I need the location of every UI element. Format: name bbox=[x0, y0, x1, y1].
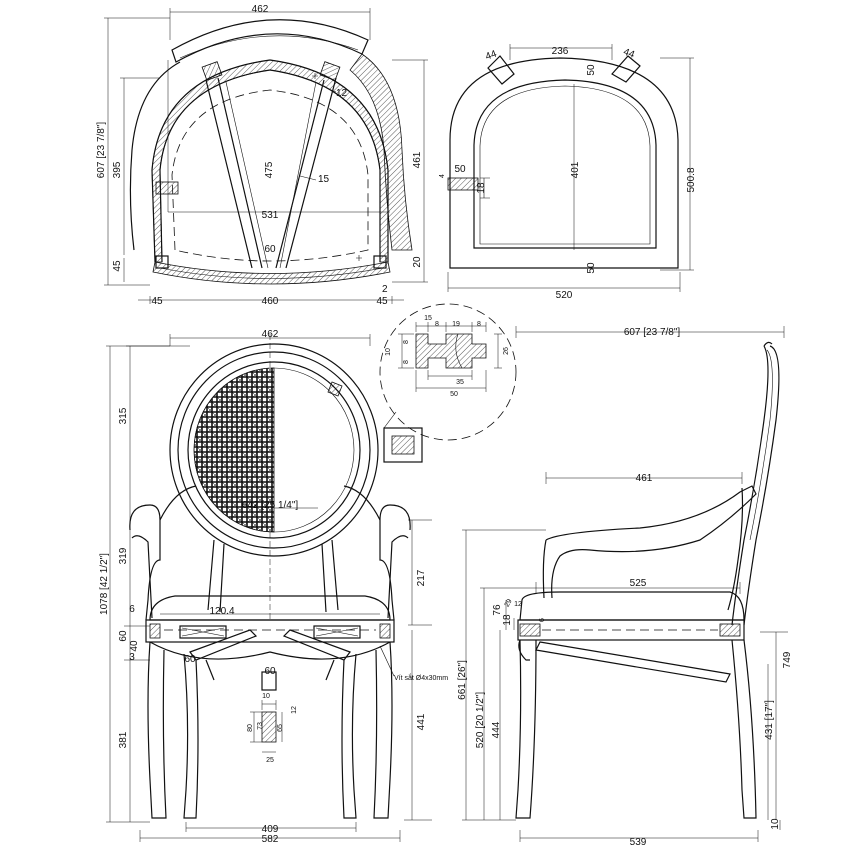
dim-front-319: 319 bbox=[118, 547, 129, 564]
screw-note: Vít sắt Ø4x30mm bbox=[394, 673, 448, 682]
dim-top-60: 60 bbox=[264, 244, 276, 255]
dim-frame-4: 4 bbox=[439, 174, 446, 178]
dim-side-10: 10 bbox=[770, 818, 781, 830]
dim-front-60-seat: 60 bbox=[118, 630, 129, 642]
dim-profile-10: 10 bbox=[385, 348, 392, 356]
dim-profile-26: 26 bbox=[503, 347, 510, 355]
dim-frame-500-8: 500.8 bbox=[686, 167, 697, 192]
dim-side-444: 444 bbox=[491, 721, 502, 738]
dim-frame-50-left: 50 bbox=[454, 164, 466, 175]
dim-side-525: 525 bbox=[630, 578, 647, 589]
dim-profile-8-upper: 8 bbox=[403, 340, 410, 344]
dim-front-6: 6 bbox=[129, 604, 135, 615]
dim-side-6: 6 bbox=[539, 618, 546, 622]
dim-side-18: 18 bbox=[502, 614, 513, 626]
dim-front-315: 315 bbox=[118, 407, 129, 424]
dim-side-520: 520 [20 1/2"] bbox=[475, 692, 486, 749]
dim-side-749: 749 bbox=[782, 651, 793, 668]
dim-frame-520: 520 bbox=[556, 290, 573, 301]
dim-profile-50: 50 bbox=[450, 391, 458, 398]
dim-frame-18: 18 bbox=[476, 182, 487, 194]
dim-profile-8a: 8 bbox=[435, 321, 439, 328]
dim-front-section-25: 25 bbox=[266, 757, 274, 764]
dim-frame-50-bottom: 50 bbox=[586, 262, 597, 274]
dim-top-607: 607 [23 7/8"] bbox=[96, 122, 107, 179]
dim-profile-19: 19 bbox=[452, 321, 460, 328]
dim-front-120-4: 120.4 bbox=[209, 606, 234, 617]
dim-side-29: 29 bbox=[504, 598, 514, 608]
dim-top-45-front: 45 bbox=[112, 260, 123, 272]
dim-front-40: 40 bbox=[129, 640, 140, 652]
dim-frame-50-top: 50 bbox=[586, 64, 597, 76]
dim-top-462: 462 bbox=[252, 4, 269, 15]
dim-frame-236: 236 bbox=[552, 46, 569, 57]
dim-front-381: 381 bbox=[118, 731, 129, 748]
dim-top-20: 20 bbox=[412, 256, 423, 268]
dim-side-431: 431 [17"] bbox=[764, 700, 775, 740]
dim-top-2: 2 bbox=[382, 284, 388, 295]
dim-profile-15: 15 bbox=[424, 315, 432, 322]
seat-frame-view: 236 44 44 50 401 50 500.8 520 50 18 4 bbox=[439, 44, 697, 301]
dim-front-section-10: 10 bbox=[262, 693, 270, 700]
dim-front-642: 642 [25 1/4"] bbox=[242, 500, 299, 511]
profile-detail: 15 8 19 8 10 8 8 26 35 50 bbox=[379, 303, 517, 463]
dim-front-217: 217 bbox=[416, 569, 427, 586]
side-view: 607 [23 7/8"] 461 525 539 661 [26"] 520 … bbox=[457, 326, 793, 848]
dim-top-475: 475 bbox=[264, 161, 275, 178]
top-view: 462 607 [23 7/8"] 395 45 475 461 20 531 … bbox=[96, 4, 428, 307]
dim-front-462: 462 bbox=[262, 329, 279, 340]
dim-profile-35: 35 bbox=[456, 379, 464, 386]
dim-top-15: 15 bbox=[318, 174, 330, 185]
dim-front-60-brace-a: 60 bbox=[184, 654, 196, 665]
dim-side-12: 12 bbox=[514, 601, 522, 608]
dim-top-395: 395 bbox=[112, 161, 123, 178]
dim-top-45-right: 45 bbox=[376, 296, 388, 307]
dim-front-1078: 1078 [42 1/2"] bbox=[99, 553, 110, 615]
dim-profile-8b: 8 bbox=[477, 321, 481, 328]
dim-front-3: 3 bbox=[129, 652, 135, 663]
dim-top-45-left: 45 bbox=[151, 296, 163, 307]
dim-front-section-80: 80 bbox=[247, 724, 254, 732]
dim-front-409: 409 bbox=[262, 824, 279, 835]
dim-top-461: 461 bbox=[412, 151, 423, 168]
dim-top-460: 460 bbox=[262, 296, 279, 307]
dim-front-section-73: 73 bbox=[257, 722, 264, 730]
dim-side-607: 607 [23 7/8"] bbox=[624, 327, 681, 338]
front-view: 462 315 1078 [42 1/2"] 319 6 60 40 3 120… bbox=[99, 329, 448, 845]
dim-frame-44-left: 44 bbox=[484, 48, 499, 62]
dim-front-section-65: 65 bbox=[277, 724, 284, 732]
dim-side-539: 539 bbox=[630, 837, 647, 848]
dim-frame-44-right: 44 bbox=[622, 47, 637, 61]
dim-top-12: 12 bbox=[336, 88, 348, 99]
dim-front-582: 582 bbox=[262, 834, 279, 845]
dim-profile-8-lower: 8 bbox=[403, 360, 410, 364]
dim-side-76: 76 bbox=[492, 604, 503, 616]
dim-front-441: 441 bbox=[416, 713, 427, 730]
dim-side-661: 661 [26"] bbox=[457, 660, 468, 700]
dim-front-60-brace-b: 60 bbox=[264, 666, 276, 677]
dim-side-461: 461 bbox=[636, 473, 653, 484]
dim-frame-401: 401 bbox=[570, 161, 581, 178]
dim-front-section-12: 12 bbox=[291, 706, 298, 714]
dim-top-531: 531 bbox=[262, 210, 279, 221]
